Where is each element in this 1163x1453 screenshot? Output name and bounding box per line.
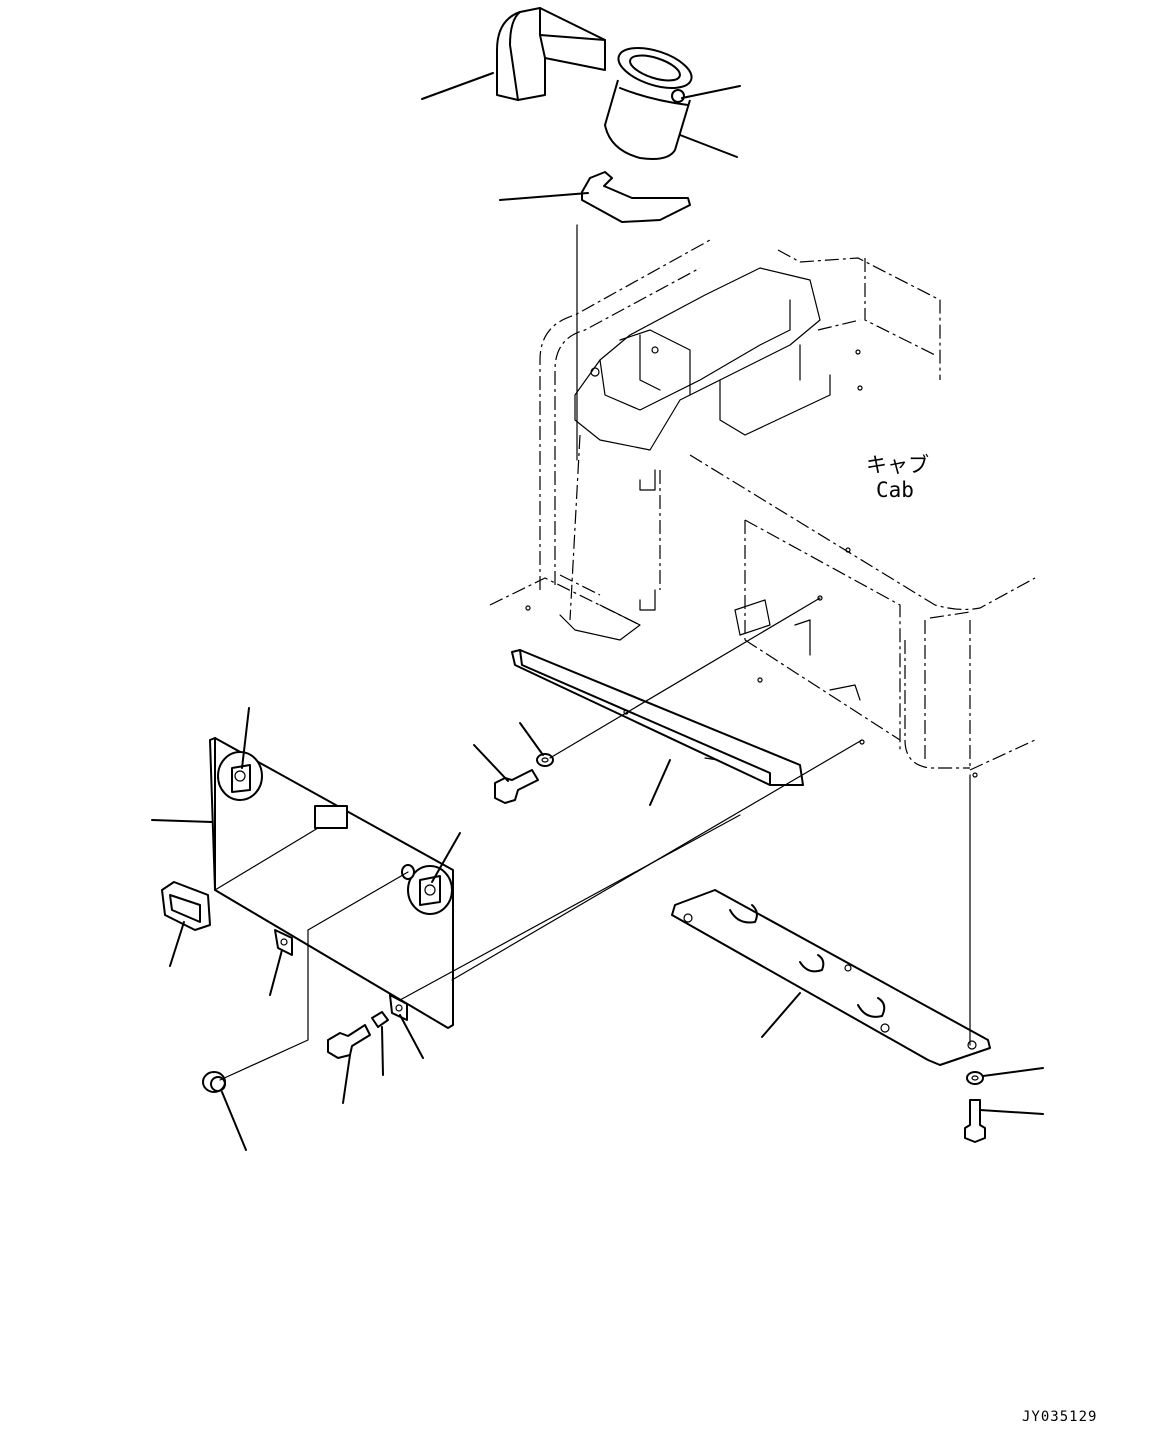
cab-label-en: Cab (876, 478, 914, 502)
cover-panel (209, 737, 454, 1029)
cab-outline (489, 239, 1036, 771)
seal-bracket (581, 171, 691, 223)
elbow-duct (496, 7, 606, 101)
drawing-code: JY035129 (1022, 1409, 1097, 1425)
plate-bolt (964, 1071, 986, 1143)
angle-rail (511, 649, 804, 786)
cab-duct (559, 267, 831, 641)
leader-lines (151, 72, 1044, 1151)
cab-label-jp: キャブ (866, 453, 929, 477)
grip-handle (161, 881, 211, 931)
assembly-lines (214, 224, 971, 1081)
hose-with-clamp (604, 47, 693, 160)
panel-bolt (327, 1011, 389, 1059)
plug-cap (202, 1071, 226, 1093)
under-plate (671, 889, 991, 1066)
cab-brackets (525, 349, 978, 778)
rail-bolt (494, 753, 554, 804)
